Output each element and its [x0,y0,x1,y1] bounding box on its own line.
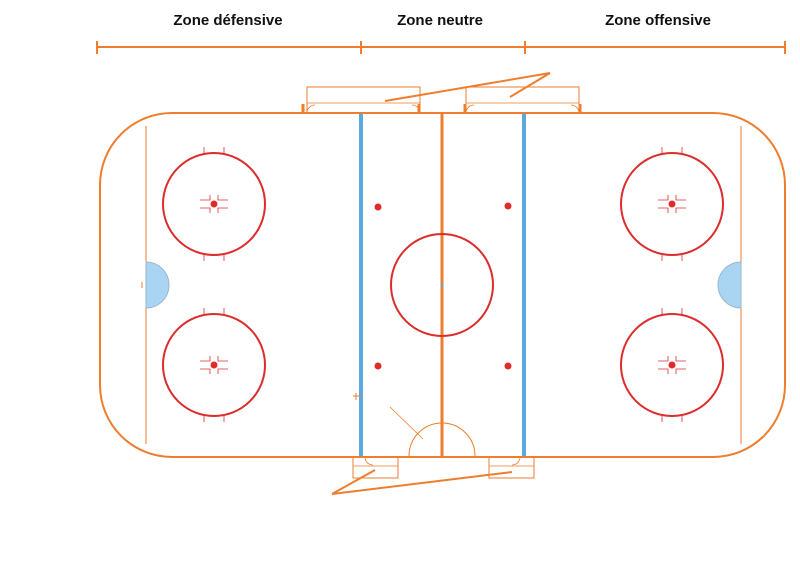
bench-top-left [306,86,421,114]
faceoff-circle [162,313,266,417]
faceoff-l-marker [658,207,669,213]
faceoff-spot [668,361,676,369]
faceoff-l-marker [675,207,686,213]
faceoff-spot [210,361,218,369]
faceoff-l-marker [200,195,211,201]
faceoff-l-marker [675,368,686,374]
pointer-line [384,72,551,102]
faceoff-l-marker [217,368,228,374]
zone-label-neutral: Zone neutre [397,12,483,29]
zone-label-offensive: Zone offensive [605,12,711,29]
faceoff-l-marker [658,195,669,201]
faceoff-l-marker [217,195,228,201]
bench-top-right [465,86,580,114]
faceoff-circle [620,152,724,256]
faceoff-l-marker [200,368,211,374]
faceoff-l-marker [200,207,211,213]
top-benches [301,72,582,114]
pointer-line [509,72,551,98]
bench-door-arc [570,104,580,114]
penalty-door-arc [511,456,521,466]
faceoff-circle [620,313,724,417]
faceoff-circle [162,152,266,256]
referee-pointer-line [389,406,424,440]
pointer-line [331,469,376,495]
bench-door-arc [306,104,316,114]
pointer-line [331,471,513,495]
bench-door-arc [465,104,475,114]
end-zone-faceoff-circles [162,147,724,422]
penalty-boxes [331,456,535,495]
zone-label-defensive: Zone défensive [173,12,283,29]
neutral-faceoff-spot [374,203,382,211]
faceoff-l-marker [675,195,686,201]
faceoff-l-marker [217,356,228,362]
faceoff-l-marker [675,356,686,362]
goal-crease-left [145,261,170,309]
neutral-faceoff-spot [504,362,512,370]
faceoff-l-marker [658,356,669,362]
penalty-box-left [352,456,399,479]
faceoff-l-marker [217,207,228,213]
faceoff-l-marker [658,368,669,374]
rink-boards [99,112,786,458]
faceoff-spot [210,200,218,208]
neutral-faceoff-spot [504,202,512,210]
faceoff-spot [668,200,676,208]
penalty-door-arc [364,456,374,466]
goal-crease-right [717,261,742,309]
referee-crease [408,422,476,457]
neutral-faceoff-spot [374,362,382,370]
zone-extent-bar [96,41,786,54]
faceoff-l-marker [200,356,211,362]
center-faceoff-circle [390,233,494,337]
center-faceoff-spot [440,283,444,287]
